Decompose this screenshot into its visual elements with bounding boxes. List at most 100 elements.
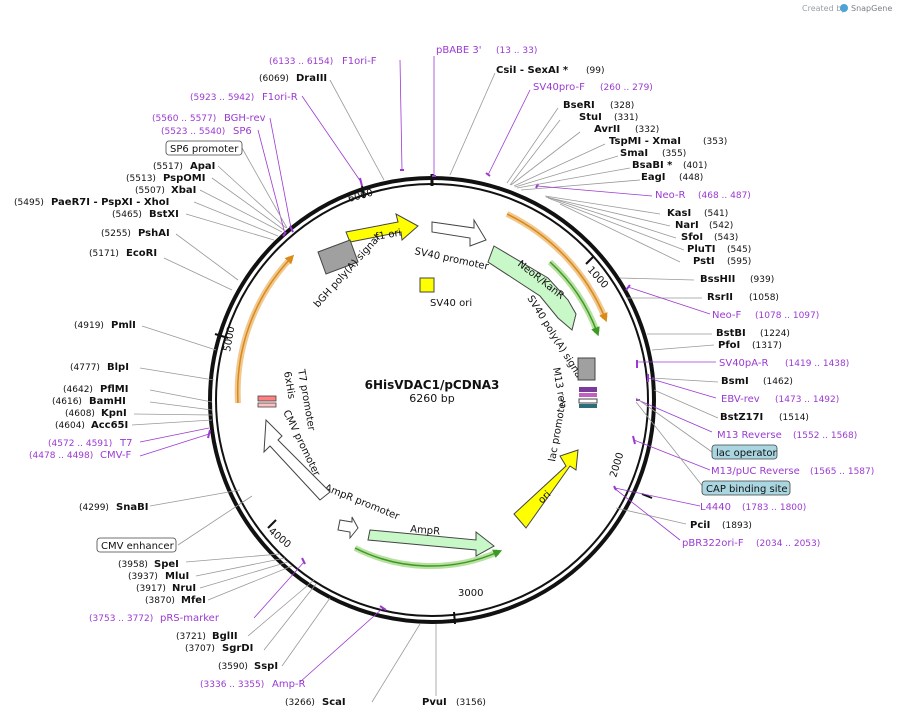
enzyme-tspmi-xmai[interactable]: TspMI - XmaI	[609, 136, 681, 147]
enzyme-draiii[interactable]: DraIII	[296, 73, 327, 84]
enzyme-pos: (401)	[683, 161, 707, 171]
feature-ampr-promoter[interactable]	[337, 516, 359, 540]
box-lac-operator[interactable]	[711, 444, 778, 460]
primer-pos: (5560 .. 5577)	[152, 114, 216, 124]
feature-cmv-promoter[interactable]	[263, 418, 331, 501]
feature-lac-operator[interactable]	[579, 393, 597, 397]
feature-ori[interactable]	[513, 449, 579, 529]
primer-prs-marker[interactable]: pRS-marker	[160, 613, 220, 624]
enzyme-spei[interactable]: SpeI	[154, 559, 179, 570]
feature-f1-ori[interactable]	[345, 213, 419, 243]
enzyme-pluti[interactable]: PluTI	[687, 244, 715, 255]
primer-pos: (13 .. 33)	[496, 46, 537, 56]
feature-cap-site[interactable]	[578, 398, 598, 404]
enzyme-rsrii[interactable]: RsrII	[707, 292, 733, 303]
feature-t7-promoter[interactable]	[257, 395, 277, 402]
primer-neo-f[interactable]: Neo-F	[712, 310, 742, 321]
enzyme-nari[interactable]: NarI	[675, 220, 699, 231]
enzyme-blpi[interactable]: BlpI	[107, 362, 129, 373]
enzyme-pos: (1224)	[760, 329, 790, 339]
feature-ampr[interactable]	[367, 529, 495, 557]
primer-f1ori-f[interactable]: F1ori-F	[342, 56, 377, 67]
enzyme-pos: (4642)	[63, 385, 93, 395]
primer-m13-puc-reverse[interactable]: M13/pUC Reverse	[711, 466, 800, 477]
primer-ebv-rev[interactable]: EBV-rev	[721, 394, 760, 405]
enzyme-pos: (6069)	[259, 74, 289, 84]
primer-l4440[interactable]: L4440	[700, 502, 731, 513]
enzyme-psti[interactable]: PstI	[693, 256, 715, 267]
enzyme-apai[interactable]: ApaI	[190, 161, 215, 172]
enzyme-pvui[interactable]: PvuI	[422, 697, 447, 708]
enzyme-bsabi[interactable]: BsaBI *	[632, 160, 673, 171]
enzyme-pos: (353)	[703, 137, 727, 147]
enzyme-pos: (3958)	[118, 560, 148, 570]
primer-sv40pa-r[interactable]: SV40pA-R	[719, 358, 768, 369]
enzyme-smai[interactable]: SmaI	[620, 148, 648, 159]
enzyme-pcii[interactable]: PciI	[690, 520, 710, 531]
enzyme-avrii[interactable]: AvrII	[594, 124, 620, 135]
enzyme-pfoi[interactable]: PfoI	[718, 340, 740, 351]
feature-sv40-promoter[interactable]	[431, 218, 487, 247]
enzyme-pshai[interactable]: PshAI	[138, 228, 170, 239]
enzyme-pos: (3707)	[185, 644, 215, 654]
primer-amp-r[interactable]: Amp-R	[272, 679, 306, 690]
enzyme-bseri[interactable]: BseRI	[563, 100, 595, 111]
primer-f1ori-r[interactable]: F1ori-R	[262, 92, 298, 103]
enzyme-stui[interactable]: StuI	[579, 112, 602, 123]
enzyme-bsshii[interactable]: BssHII	[700, 274, 735, 285]
enzyme-scai[interactable]: ScaI	[322, 697, 346, 708]
enzyme-pmli[interactable]: PmlI	[111, 320, 136, 331]
primer-t7[interactable]: T7	[119, 438, 132, 449]
plasmid-length: 6260 bp	[409, 392, 454, 405]
enzyme-ecori[interactable]: EcoRI	[126, 248, 157, 259]
enzyme-xbai[interactable]: XbaI	[171, 185, 196, 196]
feature-m13-rev[interactable]	[579, 387, 597, 392]
primer-cmv-f[interactable]: CMV-F	[100, 450, 131, 461]
enzyme-pos: (543)	[714, 233, 738, 243]
enzyme-bamhi[interactable]: BamHI	[89, 396, 126, 407]
enzyme-pspomi[interactable]: PspOMI	[163, 173, 205, 184]
feature-sv40-ori[interactable]	[419, 277, 435, 293]
primer-bgh-rev[interactable]: BGH-rev	[224, 113, 266, 124]
enzyme-acc65i[interactable]: Acc65I	[91, 420, 128, 431]
enzyme-pos: (99)	[586, 66, 604, 76]
feature-neor-kanr[interactable]	[487, 245, 577, 331]
enzyme-pos: (1317)	[752, 341, 782, 351]
enzyme-bstbi[interactable]: BstBI	[716, 328, 746, 339]
box-sp6-promoter[interactable]	[165, 140, 243, 156]
enzyme-pos: (5507)	[135, 186, 165, 196]
primer-m13-reverse[interactable]: M13 Reverse	[717, 430, 782, 441]
enzyme-bglii[interactable]: BglII	[212, 631, 238, 642]
feature-sv40-polya[interactable]	[577, 357, 596, 381]
enzyme-eagi[interactable]: EagI	[641, 172, 665, 183]
enzyme-csii-sexai[interactable]: CsiI - SexAI *	[496, 65, 569, 76]
primer-pbr322ori-f[interactable]: pBR322ori-F	[682, 538, 744, 549]
enzyme-paer7i-pspxi-xhoi[interactable]: PaeR7I - PspXI - XhoI	[51, 197, 169, 208]
enzyme-bstxi[interactable]: BstXI	[149, 209, 179, 220]
enzyme-sgrdi[interactable]: SgrDI	[222, 643, 253, 654]
tick-label-3000: 3000	[458, 588, 483, 599]
enzyme-sfoi[interactable]: SfoI	[681, 232, 703, 243]
box-cmv-enhancer[interactable]	[96, 537, 177, 553]
primer-pbabe-3[interactable]: pBABE 3'	[436, 45, 482, 56]
feature-bgh-polya[interactable]	[317, 239, 359, 275]
primer-sp6[interactable]: SP6	[233, 126, 252, 137]
enzyme-mlui[interactable]: MluI	[165, 571, 189, 582]
enzyme-kasi[interactable]: KasI	[667, 208, 691, 219]
primer-neo-r[interactable]: Neo-R	[655, 190, 686, 201]
enzyme-pflmi[interactable]: PflMI	[100, 384, 128, 395]
enzyme-sspi[interactable]: SspI	[254, 661, 278, 672]
enzyme-kpni[interactable]: KpnI	[101, 408, 127, 419]
primer-pos: (3336 .. 3355)	[200, 680, 264, 690]
feature-6xhis[interactable]	[257, 402, 277, 408]
enzyme-snabi[interactable]: SnaBI	[116, 502, 148, 513]
feature-label-ampr-promoter: AmpR promoter	[323, 483, 402, 523]
enzyme-bsmi[interactable]: BsmI	[721, 376, 749, 387]
enzyme-bstz17i[interactable]: BstZ17I	[720, 412, 763, 423]
enzyme-pos: (4616)	[52, 397, 82, 407]
feature-lac-promoter-bar[interactable]	[579, 404, 597, 408]
primer-sv40pro-f[interactable]: SV40pro-F	[533, 82, 585, 93]
enzyme-mfei[interactable]: MfeI	[181, 595, 206, 606]
box-cap-binding-site[interactable]	[701, 480, 791, 496]
enzyme-nrui[interactable]: NruI	[172, 583, 196, 594]
